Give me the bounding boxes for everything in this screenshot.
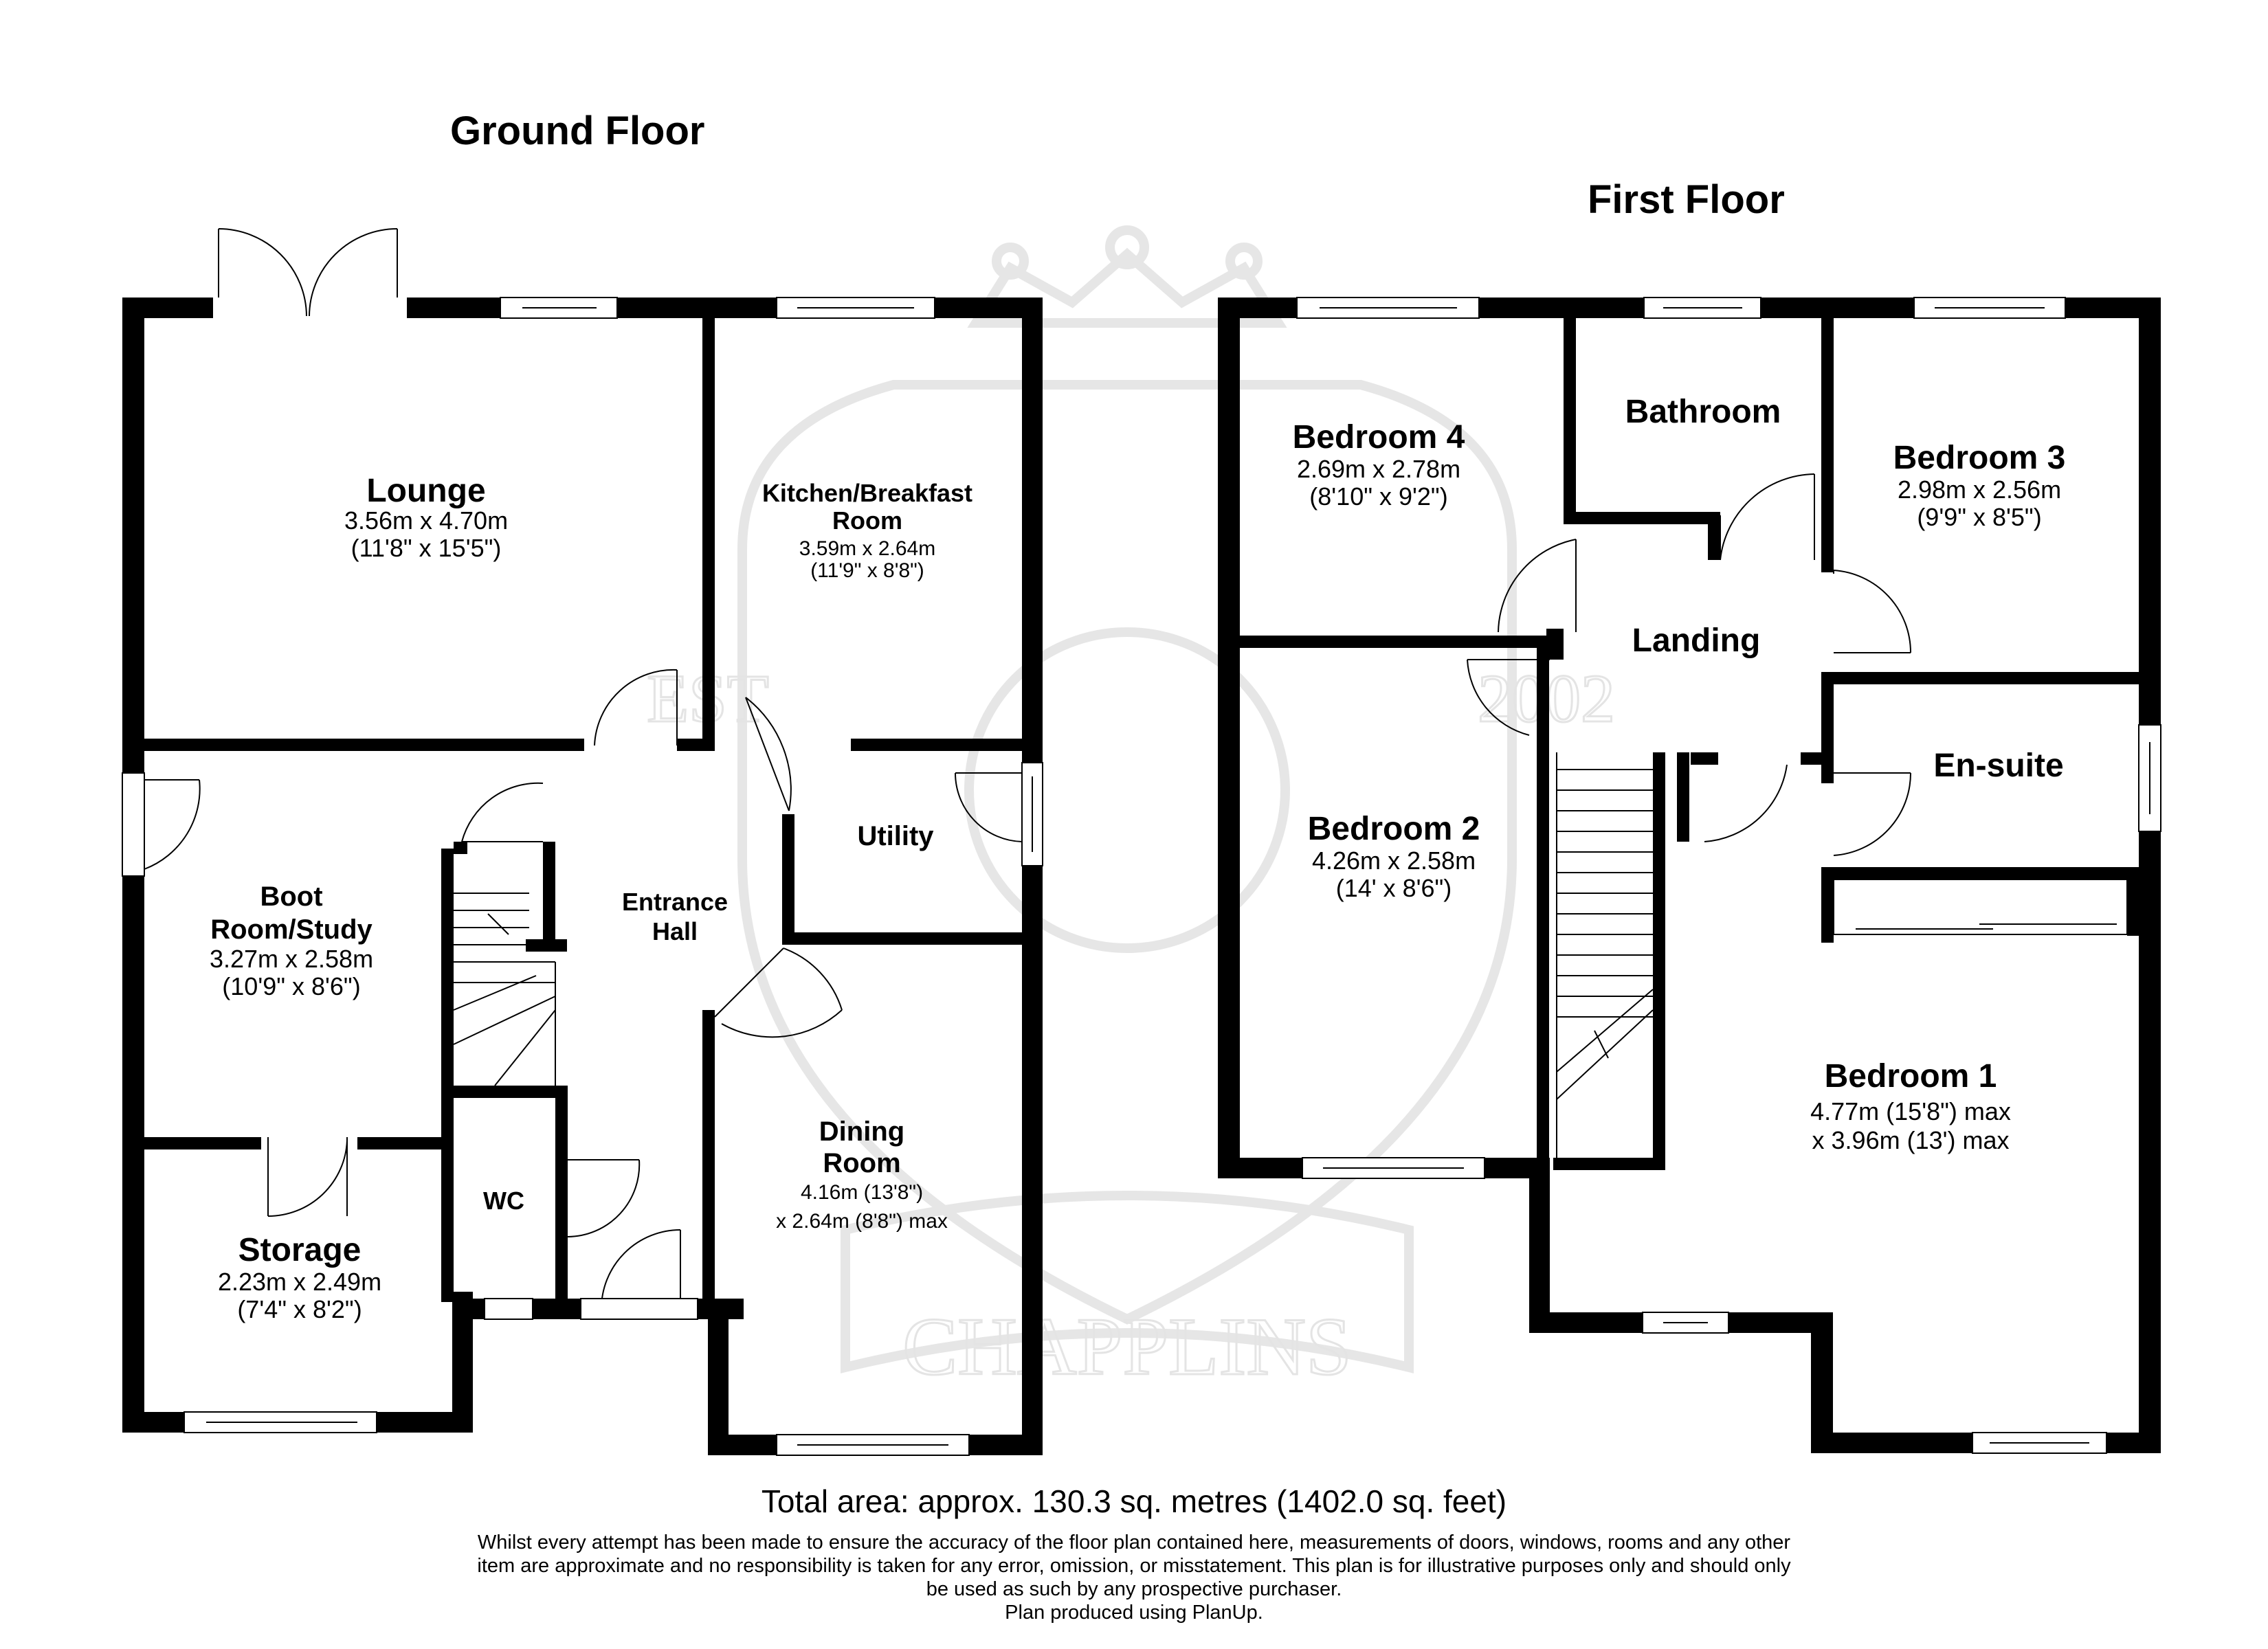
storage-name: Storage xyxy=(238,1232,362,1268)
disclaimer: Whilst every attempt has been made to en… xyxy=(385,1531,1883,1624)
door-swings-first xyxy=(1467,473,1912,856)
disclaimer-line: item are approximate and no responsibili… xyxy=(477,1555,1791,1577)
planup-credit: Plan produced using PlanUp. xyxy=(1005,1602,1263,1624)
window xyxy=(122,772,145,877)
ground-floor-plan: Ground Floor Lounge 3.56m x 4.70m (11'8"… xyxy=(122,109,1043,1456)
dining-name-line1: Dining xyxy=(819,1117,904,1147)
bedroom3-name: Bedroom 3 xyxy=(1893,440,2066,476)
bedroom2-name: Bedroom 2 xyxy=(1308,811,1480,847)
lounge-name: Lounge xyxy=(366,473,485,509)
dining-dim-line1: 4.16m (13'8") xyxy=(801,1181,923,1204)
lounge-dim-imperial: (11'8" x 15'5") xyxy=(351,534,502,562)
ground-floor-title: Ground Floor xyxy=(450,109,705,153)
staircase-ground xyxy=(453,893,556,1086)
entrance-hall-name-line2: Hall xyxy=(652,917,698,945)
bedroom4-dim-imperial: (8'10" x 9'2") xyxy=(1309,482,1447,511)
bedroom4-dim-metric: 2.69m x 2.78m xyxy=(1297,455,1460,483)
utility-name: Utility xyxy=(857,821,934,851)
boot-room-dim-imperial: (10'9" x 8'6") xyxy=(222,972,360,1000)
wardrobe xyxy=(1833,879,2128,935)
boot-room-dim-metric: 3.27m x 2.58m xyxy=(210,945,373,973)
door-swings-ground xyxy=(144,669,1023,1320)
french-doors xyxy=(218,228,398,317)
bedroom1-dim-line2: x 3.96m (13') max xyxy=(1812,1126,2010,1154)
bedroom1-dim-line1: 4.77m (15'8") max xyxy=(1810,1097,2011,1125)
dining-name-line2: Room xyxy=(823,1148,900,1178)
boot-room-name-line1: Boot xyxy=(260,882,322,912)
bathroom-name: Bathroom xyxy=(1625,394,1781,430)
ensuite-name: En-suite xyxy=(1933,748,2063,784)
disclaimer-line: be used as such by any prospective purch… xyxy=(926,1578,1342,1600)
boot-room-name-line2: Room/Study xyxy=(210,915,373,945)
watermark-brand: CHAPPLINS xyxy=(902,1301,1352,1392)
first-floor-plan: First Floor Bedroom 4 2.69m x 2.78m (8'1… xyxy=(1218,177,2161,1454)
disclaimer-line: Whilst every attempt has been made to en… xyxy=(477,1532,1791,1553)
window xyxy=(484,1298,533,1320)
storage-dim-imperial: (7'4" x 8'2") xyxy=(237,1295,362,1323)
landing-name: Landing xyxy=(1632,622,1761,659)
dining-dim-line2: x 2.64m (8'8") max xyxy=(776,1210,948,1233)
bedroom2-dim-metric: 4.26m x 2.58m xyxy=(1312,846,1476,875)
total-area: Total area: approx. 130.3 sq. metres (14… xyxy=(761,1483,1507,1519)
bedroom3-dim-metric: 2.98m x 2.56m xyxy=(1898,475,2061,504)
kitchen-name-line1: Kitchen/Breakfast xyxy=(762,479,972,507)
bedroom4-name: Bedroom 4 xyxy=(1293,419,1465,456)
lounge-dim-metric: 3.56m x 4.70m xyxy=(344,506,508,535)
first-floor-title: First Floor xyxy=(1588,177,1785,222)
kitchen-name-line2: Room xyxy=(832,506,902,535)
wc-name: WC xyxy=(483,1187,524,1215)
staircase-first xyxy=(1556,752,1654,1158)
entrance-hall-name-line1: Entrance xyxy=(622,888,728,916)
bedroom1-name: Bedroom 1 xyxy=(1825,1058,1997,1095)
kitchen-dim-imperial: (11'9" x 8'8") xyxy=(810,559,924,582)
bedroom3-dim-imperial: (9'9" x 8'5") xyxy=(1917,503,2041,531)
bedroom2-dim-imperial: (14' x 8'6") xyxy=(1336,874,1452,902)
kitchen-dim-metric: 3.59m x 2.64m xyxy=(799,537,935,560)
storage-dim-metric: 2.23m x 2.49m xyxy=(218,1268,381,1296)
